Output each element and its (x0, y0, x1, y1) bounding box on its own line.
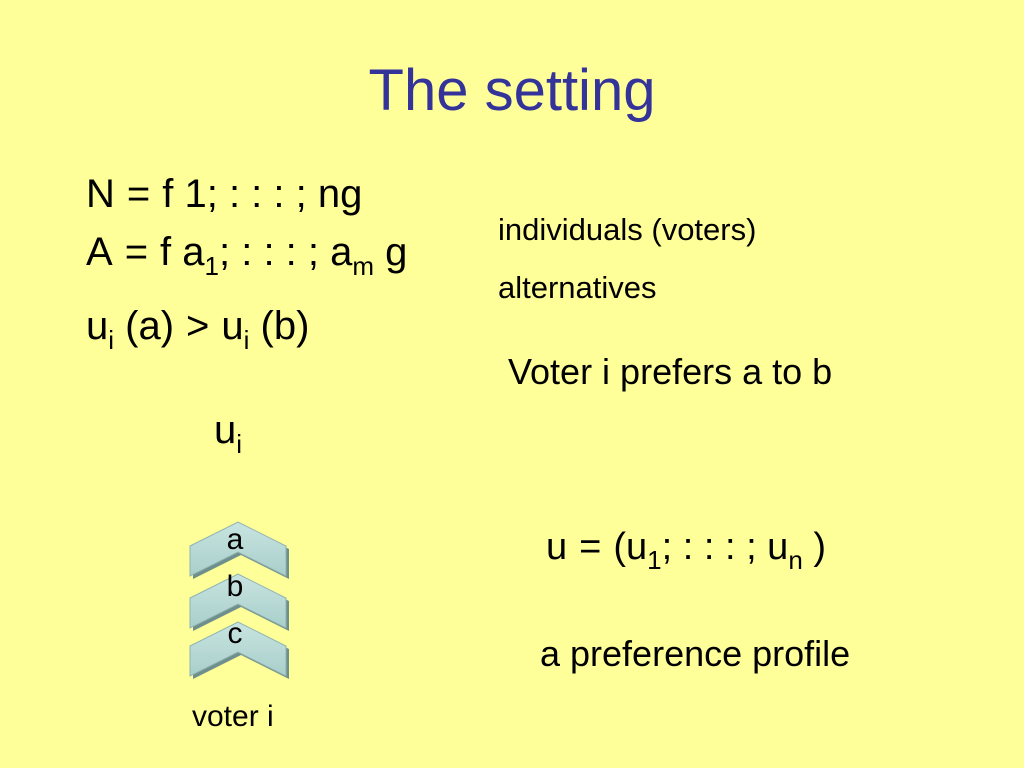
subscript-1: 1 (647, 545, 662, 575)
voter-set-equation: N=f 1; : : : ; ng (86, 174, 362, 214)
subscript-i: i (243, 325, 250, 355)
chevron-label-c: c (228, 617, 243, 650)
argument-a: (a) (114, 304, 175, 348)
alternative-set-symbol: A (86, 230, 113, 274)
subscript-i: i (108, 325, 115, 355)
utility-symbol: u (221, 304, 244, 348)
voter-label: voter i (192, 700, 274, 733)
prefers-label: Voter i prefers a to b (508, 351, 833, 392)
profile-label: a preference profile (540, 633, 851, 674)
utility-symbol: u (214, 408, 237, 452)
alternative-middle: ; : : : ; a (219, 230, 353, 274)
alternative-close: g (374, 230, 408, 274)
chevron-label-b: b (227, 570, 244, 603)
alternatives-label: alternatives (498, 270, 657, 305)
profile-equation: u = (u1; : : : ; un ) (546, 526, 827, 573)
subscript-n: n (788, 545, 803, 575)
utility-symbol: u (86, 304, 109, 348)
individuals-label: individuals (voters) (498, 212, 757, 247)
chevron-label-a: a (227, 523, 244, 556)
chevron-b (189, 573, 289, 631)
profile-symbol: u (546, 526, 568, 568)
subscript-i: i (236, 429, 243, 459)
profile-middle: ; : : : ; u (661, 526, 789, 568)
utility-function-symbol: ui (214, 408, 242, 457)
equals-sign: = (579, 526, 602, 568)
alternative-set-equation: A=f a1; : : : ; am g (86, 230, 408, 279)
preference-inequality: ui (a)>ui (b) (86, 304, 310, 353)
greater-than-sign: > (186, 304, 210, 348)
argument-b: (b) (249, 304, 310, 348)
profile-open: (u (613, 526, 648, 568)
subscript-1: 1 (204, 251, 219, 281)
profile-close: ) (802, 526, 827, 568)
chevron-a (189, 521, 289, 579)
chevron-c (189, 621, 289, 679)
equals-sign: = (124, 230, 149, 274)
alternative-open: f a (160, 230, 205, 274)
voter-set-symbol: N (86, 172, 115, 216)
voter-set-members: f 1; : : : ; ng (162, 172, 363, 216)
subscript-m: m (352, 251, 375, 281)
equals-sign: = (126, 172, 151, 216)
slide-title: The setting (368, 58, 656, 123)
preference-ranking-diagram: a b c (189, 521, 289, 679)
